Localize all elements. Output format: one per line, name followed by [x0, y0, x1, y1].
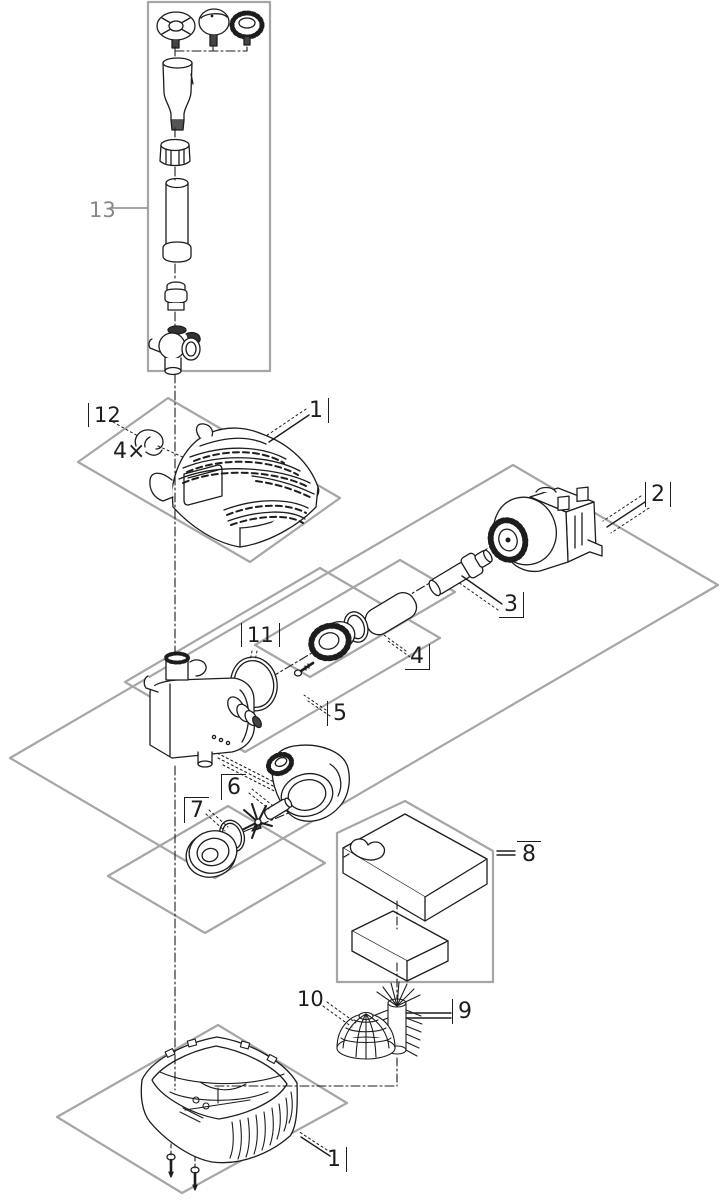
fountain-nozzle-body: [162, 57, 194, 131]
base-interior: [159, 1038, 285, 1123]
callout-3: 3: [499, 592, 524, 619]
callout-8: 8: [517, 841, 541, 867]
callout-5: 5: [327, 701, 352, 727]
callout-1-bottom: 1: [322, 1147, 347, 1173]
container-base: [140, 1036, 298, 1164]
tee-valve: [148, 325, 201, 376]
callout-11: 11: [241, 623, 280, 648]
leader-6-dot2: [251, 788, 273, 806]
leader-1top-dot: [265, 408, 307, 437]
leader-1bot-dot: [297, 1130, 328, 1151]
pump-cover-frame: [106, 804, 327, 935]
callout-6: 6: [221, 774, 246, 801]
callout-4: 4: [405, 644, 430, 671]
leader-lines: [109, 207, 650, 1157]
callout-13: 13: [89, 198, 116, 222]
cover-plate: [134, 423, 320, 548]
callout-1-top: 1: [304, 398, 329, 424]
pump-cover-disc-group: [185, 819, 246, 878]
leader-6-dot1: [248, 792, 270, 810]
leader-3: [461, 575, 503, 605]
impeller-rotor: [241, 797, 293, 839]
foam-set-box: [335, 799, 495, 984]
leader-11-dot1: [249, 650, 253, 662]
impeller-blades: [241, 803, 273, 839]
spray-head-rosette: [156, 11, 196, 49]
strainer-dome: [336, 1011, 396, 1060]
leader-4-dot2: [387, 640, 411, 658]
base-ribs: [229, 1091, 293, 1160]
cover-louvers: [178, 437, 315, 526]
filter-foam-small: [351, 910, 449, 982]
motor-axis-line: [252, 533, 513, 689]
leader-2: [606, 501, 646, 528]
assembly-axes-over: [170, 46, 398, 1169]
callout-2: 2: [645, 482, 671, 508]
leader-1bottom: [300, 1136, 331, 1157]
leader-11-dot2: [254, 650, 258, 662]
connector-sleeve-group: [293, 592, 418, 677]
filter-foams: [342, 813, 488, 982]
pump-group-frame: [8, 463, 720, 880]
outlet-align-line-3: [222, 764, 287, 798]
quantity-note: 4×: [113, 439, 146, 464]
fountain-attachment-set: [148, 8, 265, 376]
leader-12a: [112, 421, 139, 437]
leader-10-dot1: [322, 1005, 353, 1028]
fastening-clip: [134, 429, 164, 456]
screw: [293, 661, 315, 677]
base-screws: [166, 1153, 200, 1191]
callout-7: 7: [184, 797, 209, 824]
leader-3-dot: [457, 581, 499, 611]
spray-head-gear: [229, 10, 265, 46]
tube-connector: [164, 281, 188, 311]
spray-head-dome: [198, 8, 230, 47]
pump-body: [143, 651, 262, 768]
base-frame: [55, 1023, 349, 1195]
fountain-set-box: [146, 0, 272, 373]
outlet-align-line-2: [217, 757, 282, 791]
pump-cover-disc: [185, 830, 238, 878]
leader-10-dot2: [326, 1001, 357, 1024]
leader-1top: [268, 414, 310, 443]
riser-tube: [162, 177, 192, 263]
pump-motor: [487, 486, 603, 573]
callout-9: 9: [452, 999, 477, 1025]
riser-union-nut: [159, 138, 191, 167]
group-frames: [8, 0, 720, 984]
knurled-nut: [308, 621, 356, 662]
leader-7-dot2: [208, 809, 229, 828]
filter-foam-large: [342, 813, 488, 922]
outlet-align-line-1: [212, 750, 277, 784]
outlet-pipe: [428, 549, 493, 597]
callout-12: 12: [88, 403, 126, 428]
leader-7-dot1: [205, 813, 226, 832]
callout-10: 10: [297, 987, 324, 1011]
leader-4-dot1: [383, 634, 407, 652]
leader-12b: [157, 445, 186, 459]
leader-5-dot2: [307, 700, 331, 717]
leader-5-dot1: [303, 694, 327, 711]
